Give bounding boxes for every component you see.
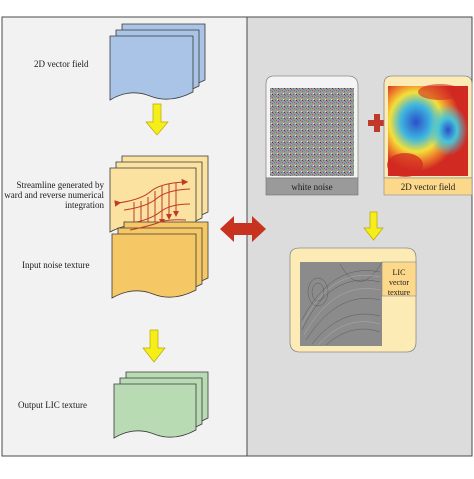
down-arrow-2 bbox=[142, 329, 166, 363]
down-arrow-1 bbox=[145, 103, 169, 136]
lic-streaks bbox=[301, 261, 383, 346]
label-streamline: Streamline generated by ward and reverse… bbox=[4, 180, 104, 210]
lic-image bbox=[300, 262, 382, 346]
white-noise-image bbox=[270, 88, 354, 176]
label-white-noise: white noise bbox=[291, 182, 333, 192]
output-lic-stack bbox=[113, 371, 209, 439]
label-lic-texture: LIC vector texture bbox=[387, 268, 411, 297]
vector-field-label-box bbox=[383, 177, 473, 196]
bidirectional-arrow bbox=[220, 216, 266, 242]
lic-label-box bbox=[381, 261, 417, 297]
lic-frame bbox=[289, 247, 417, 353]
label-2d-vector-field: 2D vector field bbox=[400, 182, 456, 192]
plus-icon bbox=[368, 114, 386, 132]
streamline-stack bbox=[109, 155, 209, 233]
streamline-curves bbox=[114, 178, 191, 228]
label-vector-field: 2D vector field bbox=[34, 59, 89, 69]
vector-field-frame bbox=[383, 75, 473, 196]
down-arrow-3 bbox=[363, 211, 384, 241]
vector-field-stack bbox=[109, 23, 206, 101]
label-noise-texture: Input noise texture bbox=[22, 260, 90, 270]
noise-texture-stack bbox=[111, 221, 209, 299]
white-noise-label-box bbox=[265, 177, 359, 196]
white-noise-frame bbox=[265, 75, 359, 196]
label-output-lic: Output LIC texture bbox=[18, 400, 87, 410]
projected-streamline bbox=[129, 219, 187, 231]
